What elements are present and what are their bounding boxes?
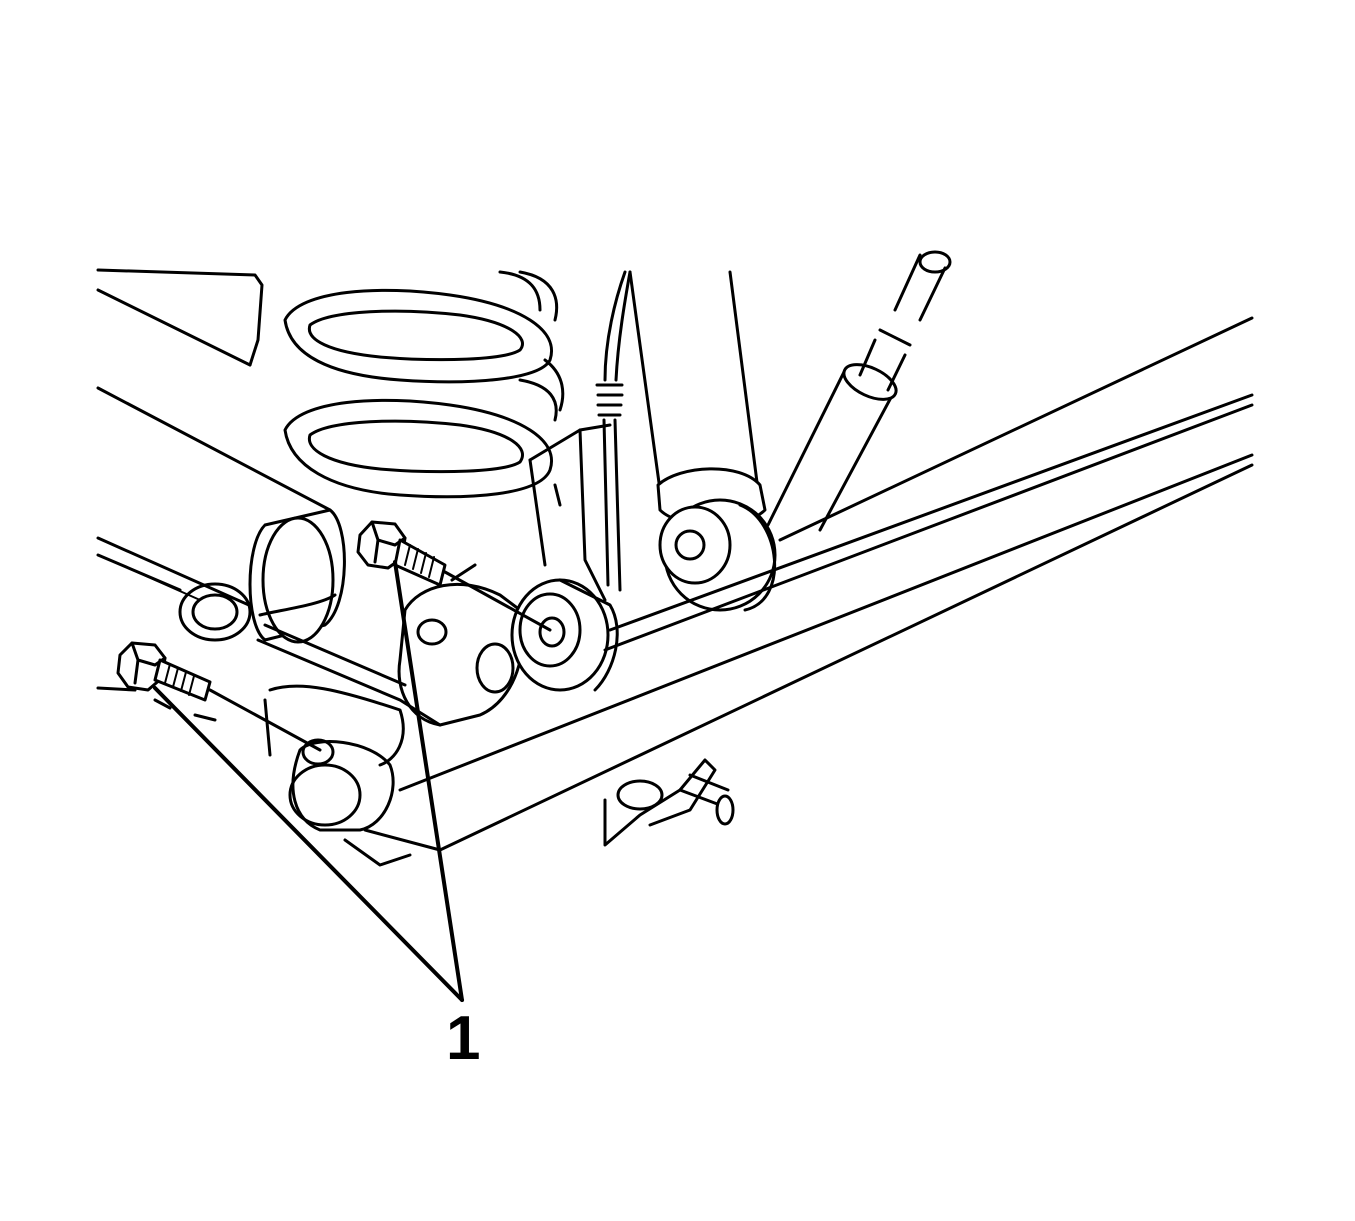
brake-line (595, 270, 632, 592)
bushing-left-rear (178, 582, 252, 642)
shock-absorber (628, 270, 777, 612)
control-arm (96, 386, 332, 612)
upper-body-panel (96, 268, 264, 367)
bolt-lower-left (96, 641, 322, 752)
upper-tube (766, 250, 952, 532)
mounting-bracket (256, 582, 525, 727)
axle-beam (343, 316, 1254, 867)
wheel-hub-stud (603, 758, 735, 847)
callout-label-1: 1 (446, 1004, 481, 1073)
coil-spring (283, 270, 565, 499)
bushing-lower-left (263, 684, 405, 832)
callout-leader-lines (153, 560, 464, 1002)
shock-cylinder-left (248, 508, 346, 644)
bolt-upper (356, 520, 552, 632)
bushing-center (510, 578, 619, 692)
hanger-bracket (528, 423, 612, 602)
